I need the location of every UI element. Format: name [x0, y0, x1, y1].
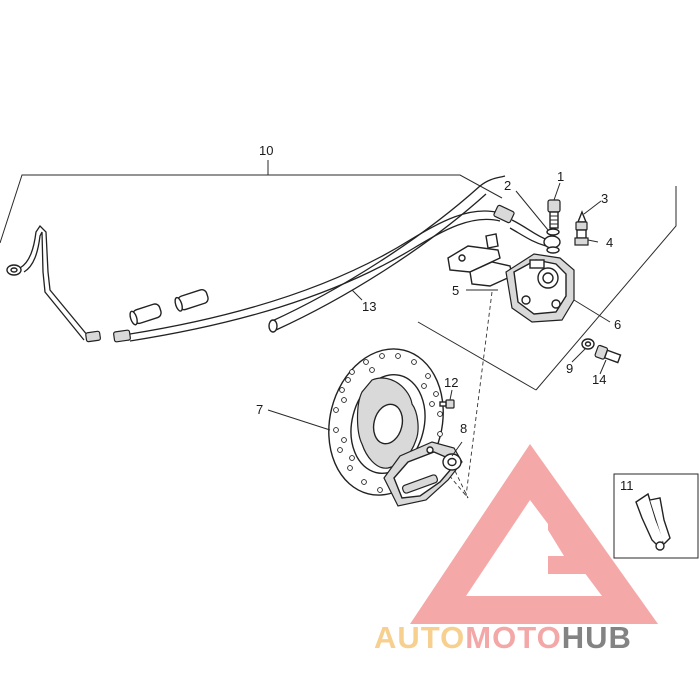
caliper-bracket-8 — [383, 441, 463, 507]
callout-10: 10 — [259, 143, 273, 158]
callout-8: 8 — [460, 421, 467, 436]
callout-4: 4 — [606, 235, 613, 250]
watermark-auto: AUTO — [374, 620, 465, 655]
callout-6: 6 — [614, 317, 621, 332]
brake-pads-5 — [447, 233, 513, 287]
hose-sleeves — [129, 288, 209, 326]
svg-text:AUTOMOTOHUB: AUTOMOTOHUB — [374, 620, 632, 655]
watermark-moto: MOTO — [465, 620, 561, 655]
callout-13: 13 — [362, 299, 376, 314]
vent-tube-13 — [268, 175, 506, 333]
bleeder-valve-4 — [574, 229, 589, 246]
banjo-bolt-1 — [547, 199, 561, 229]
callout-3: 3 — [601, 191, 608, 206]
callout-5: 5 — [452, 283, 459, 298]
watermark-hub: HUB — [562, 620, 632, 655]
watermark-triangle-inner — [548, 512, 588, 574]
callout-2: 2 — [504, 178, 511, 193]
assembly-frame-10 — [0, 160, 677, 391]
watermark-triangle-outer — [410, 444, 658, 624]
callout-11: 11 — [620, 478, 634, 493]
callout-9: 9 — [566, 361, 573, 376]
brake-hose-assembly — [6, 204, 561, 343]
bolt-14 — [594, 344, 622, 364]
callout-1: 1 — [557, 169, 564, 184]
washer-9 — [581, 338, 595, 350]
inset-box-11 — [613, 473, 699, 559]
bleeder-cap-3 — [575, 210, 588, 231]
callout-7: 7 — [256, 402, 263, 417]
leader-lines — [267, 182, 611, 457]
callout-labels: 1 2 3 4 5 6 7 8 9 10 11 12 13 14 — [256, 143, 634, 493]
watermark-logo: AUTOMOTOHUB — [374, 444, 658, 655]
callout-14: 14 — [592, 372, 606, 387]
brake-caliper-6 — [505, 253, 575, 323]
callout-12: 12 — [444, 375, 458, 390]
washers-2 — [546, 228, 560, 254]
disc-holes — [333, 353, 443, 493]
